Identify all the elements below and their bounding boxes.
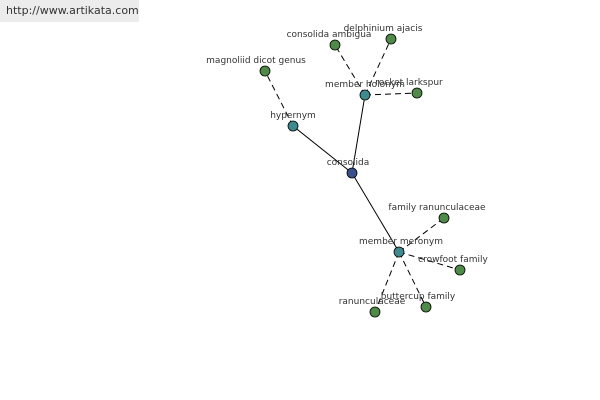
node-label-hypernym: hypernym — [270, 111, 316, 121]
labels-layer: consolida hypernym member holonym member me… — [206, 24, 488, 307]
node-label-buttercup-family: buttercup family — [381, 292, 456, 302]
node-label-member-meronym: member meronym — [359, 237, 443, 247]
node-label-consolida: consolida — [327, 158, 370, 168]
edge-member-holonym-to-delphinium-ajacis — [364, 38, 392, 96]
edge-hypernym-to-magnoliid-dicot-genus — [264, 70, 294, 127]
node-ranunculaceae[interactable] — [369, 306, 381, 318]
edge-consolida-to-member-meronym — [351, 172, 400, 253]
node-magnoliid-dicot-genus[interactable] — [259, 65, 271, 77]
edge-consolida-to-member-holonym — [351, 94, 366, 174]
node-member-holonym[interactable] — [359, 89, 371, 101]
node-label-consolida-ambigua: consolida ambigua — [287, 30, 372, 40]
node-delphinium-ajacis[interactable] — [385, 33, 397, 45]
node-label-rocket-larkspur: rocket larkspur — [375, 78, 443, 88]
node-label-family-ranunculaceae: family ranunculaceae — [388, 203, 486, 213]
edges-layer — [264, 38, 461, 313]
watermark-url: http://www.artikata.com — [0, 0, 139, 22]
node-label-delphinium-ajacis: delphinium ajacis — [344, 24, 423, 34]
node-label-ranunculaceae: ranunculaceae — [339, 297, 406, 307]
node-member-meronym[interactable] — [393, 246, 405, 258]
node-label-magnoliid-dicot-genus: magnoliid dicot genus — [206, 56, 306, 66]
node-buttercup-family[interactable] — [420, 301, 432, 313]
node-label-member-holonym: member holonym — [325, 80, 405, 90]
node-family-ranunculaceae[interactable] — [438, 212, 450, 224]
node-hypernym[interactable] — [287, 120, 299, 132]
nodes-layer — [259, 33, 466, 318]
node-consolida[interactable] — [346, 167, 358, 179]
node-consolida-ambigua[interactable] — [329, 39, 341, 51]
edge-member-holonym-to-rocket-larkspur — [364, 92, 418, 96]
node-rocket-larkspur[interactable] — [411, 87, 423, 99]
edge-member-meronym-to-crowfoot-family — [398, 251, 461, 271]
node-crowfoot-family[interactable] — [454, 264, 466, 276]
edge-member-meronym-to-ranunculaceae — [374, 251, 400, 313]
edge-member-meronym-to-buttercup-family — [398, 251, 427, 308]
edge-consolida-to-hypernym — [292, 125, 353, 174]
node-label-crowfoot-family: crowfoot family — [418, 255, 488, 265]
